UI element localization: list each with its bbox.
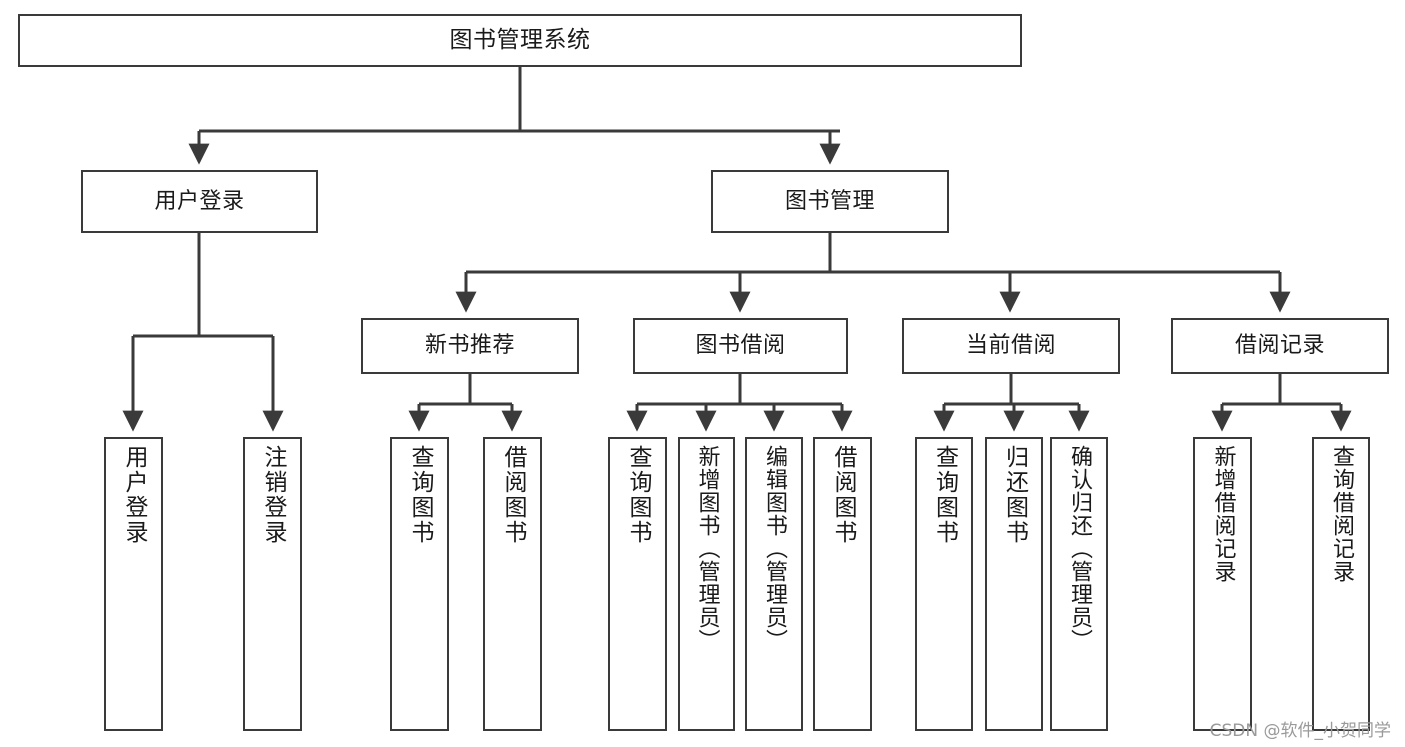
leaf-query-borrow-record[interactable]: 查询借阅记录 [1312, 437, 1370, 731]
leaf-borrow-book[interactable]: 借阅图书 [813, 437, 872, 731]
leaf-borrow-book-label: 借阅图书 [830, 445, 856, 545]
leaf-user-login-label: 用户登录 [121, 445, 147, 545]
leaf-query-borrow-record-label: 查询借阅记录 [1329, 445, 1354, 583]
leaf-query-book-current-label: 查询图书 [931, 445, 958, 545]
watermark: CSDN @软件_小贺同学 [1209, 721, 1391, 741]
leaf-add-borrow-record[interactable]: 新增借阅记录 [1193, 437, 1252, 731]
leaf-confirm-return-admin[interactable]: 确认归还（管理员） [1050, 437, 1108, 731]
node-new-book-recommend-label: 新书推荐 [424, 333, 515, 359]
leaf-query-book-recommend[interactable]: 查询图书 [390, 437, 449, 731]
leaf-edit-book-admin-label: 编辑图书（管理员） [762, 445, 787, 652]
leaf-query-book-borrow[interactable]: 查询图书 [608, 437, 667, 731]
leaf-logout-label: 注销登录 [260, 445, 286, 545]
node-new-book-recommend[interactable]: 新书推荐 [361, 318, 579, 374]
node-root[interactable]: 图书管理系统 [18, 14, 1022, 67]
node-borrow-record-label: 借阅记录 [1234, 333, 1325, 359]
node-book-management-label: 图书管理 [784, 188, 875, 214]
leaf-borrow-book-recommend[interactable]: 借阅图书 [483, 437, 542, 731]
node-user-login-label: 用户登录 [154, 188, 245, 214]
leaf-add-borrow-record-label: 新增借阅记录 [1210, 445, 1236, 583]
leaf-logout[interactable]: 注销登录 [243, 437, 302, 731]
leaf-return-book-label: 归还图书 [1001, 445, 1028, 545]
leaf-edit-book-admin[interactable]: 编辑图书（管理员） [745, 437, 803, 731]
leaf-confirm-return-admin-label: 确认归还（管理员） [1067, 445, 1092, 652]
node-book-borrow[interactable]: 图书借阅 [633, 318, 848, 374]
leaf-user-login[interactable]: 用户登录 [104, 437, 163, 731]
leaf-add-book-admin-label: 新增图书（管理员） [694, 445, 720, 652]
leaf-query-book-borrow-label: 查询图书 [625, 445, 651, 545]
leaf-add-book-admin[interactable]: 新增图书（管理员） [678, 437, 735, 731]
node-current-borrow-label: 当前借阅 [965, 333, 1056, 359]
leaf-return-book[interactable]: 归还图书 [985, 437, 1043, 731]
node-root-label: 图书管理系统 [449, 26, 591, 53]
node-borrow-record[interactable]: 借阅记录 [1171, 318, 1389, 374]
node-current-borrow[interactable]: 当前借阅 [902, 318, 1120, 374]
leaf-query-book-recommend-label: 查询图书 [407, 445, 433, 545]
leaf-borrow-book-recommend-label: 借阅图书 [500, 445, 526, 545]
node-book-borrow-label: 图书借阅 [695, 333, 786, 359]
leaf-query-book-current[interactable]: 查询图书 [915, 437, 973, 731]
node-user-login[interactable]: 用户登录 [81, 170, 318, 233]
node-book-management[interactable]: 图书管理 [711, 170, 949, 233]
